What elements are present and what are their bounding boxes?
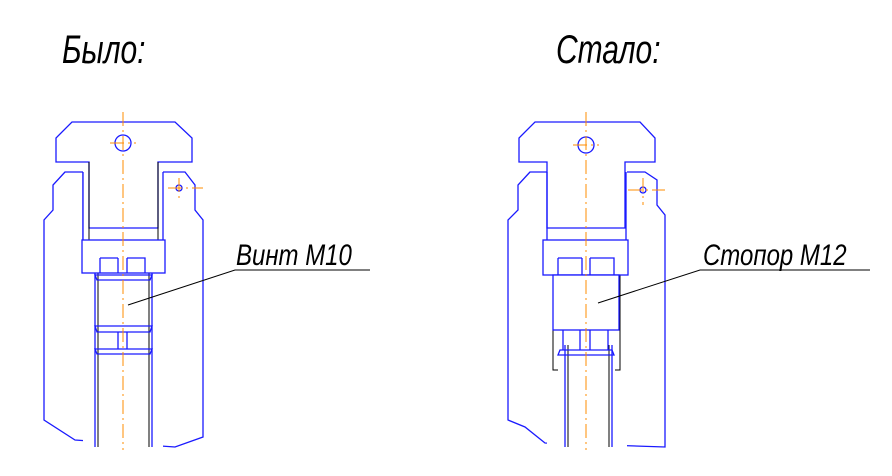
after-leader-line [597, 269, 870, 304]
plunger-head [518, 121, 656, 229]
housing-body [507, 171, 666, 448]
after-title: Стало: [556, 28, 661, 72]
after-drawing: Стало: Стопор М12 [507, 28, 870, 450]
screw-m10 [94, 257, 153, 355]
before-title: Было: [62, 28, 146, 72]
after-callout: Стопор М12 [703, 237, 847, 271]
before-callout: Винт М10 [236, 237, 352, 271]
before-leader-line [127, 269, 370, 306]
before-drawing: Было: Винт М10 [43, 28, 370, 450]
